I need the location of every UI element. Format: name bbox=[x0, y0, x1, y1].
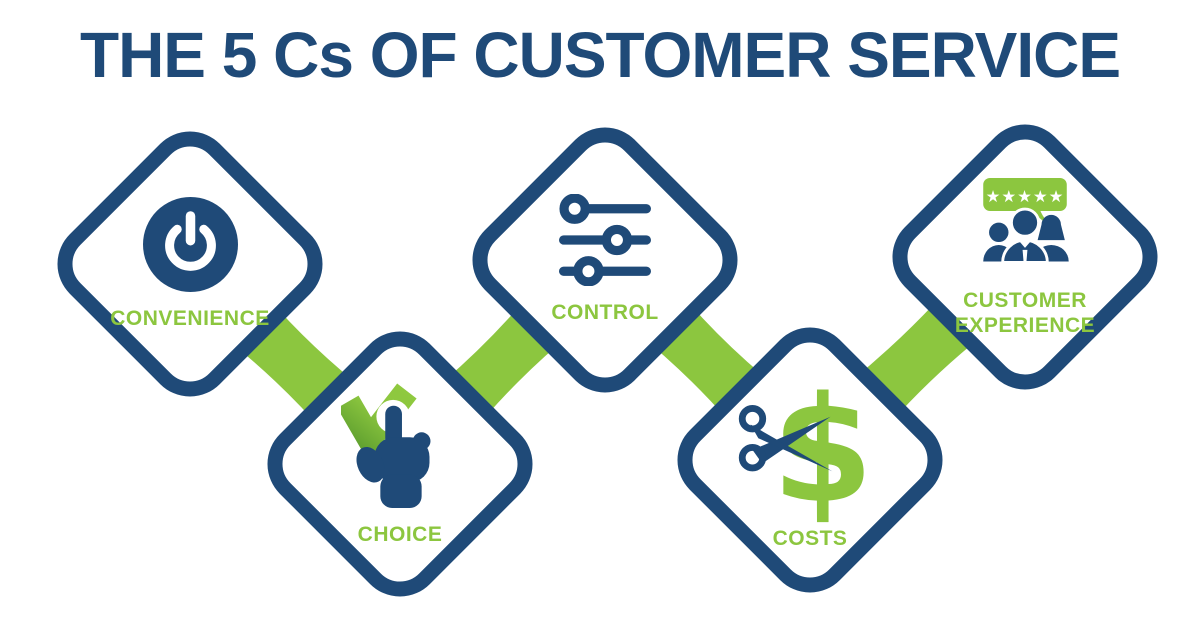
node-label-convenience: CONVENIENCE bbox=[110, 306, 270, 330]
five-stars: ★★★★★ bbox=[986, 187, 1065, 206]
page-title: THE 5 Cs OF CUSTOMER SERVICE bbox=[79, 19, 1121, 91]
customers-group bbox=[983, 207, 1069, 264]
node-label-choice: CHOICE bbox=[357, 523, 443, 547]
review-bubble: ★★★★★ bbox=[983, 177, 1067, 228]
node-label-customer-experience: CUSTOMER EXPERIENCE bbox=[955, 288, 1095, 338]
node-convenience: CONVENIENCE bbox=[40, 114, 340, 414]
sliders-icon bbox=[559, 194, 651, 287]
node-customer-experience: ★★★★★ CUSTOMER EXPERIENCE bbox=[875, 107, 1175, 407]
node-label-control: CONTROL bbox=[551, 301, 659, 325]
power-icon bbox=[142, 196, 238, 292]
label-line-1: CUSTOMER bbox=[963, 288, 1087, 312]
people-five-star-review-icon: ★★★★★ bbox=[983, 177, 1069, 264]
dollar-sign: $ bbox=[772, 368, 874, 524]
label-line-2: EXPERIENCE bbox=[954, 314, 1096, 337]
node-label-costs: COSTS bbox=[772, 527, 848, 551]
node-choice: CHOICE bbox=[250, 314, 550, 614]
scissors-cutting-dollar-icon: $ bbox=[738, 368, 874, 524]
node-costs: $ COSTS bbox=[660, 310, 960, 610]
tap-checkmark-icon bbox=[341, 383, 431, 509]
node-control: CONTROL bbox=[455, 110, 755, 410]
